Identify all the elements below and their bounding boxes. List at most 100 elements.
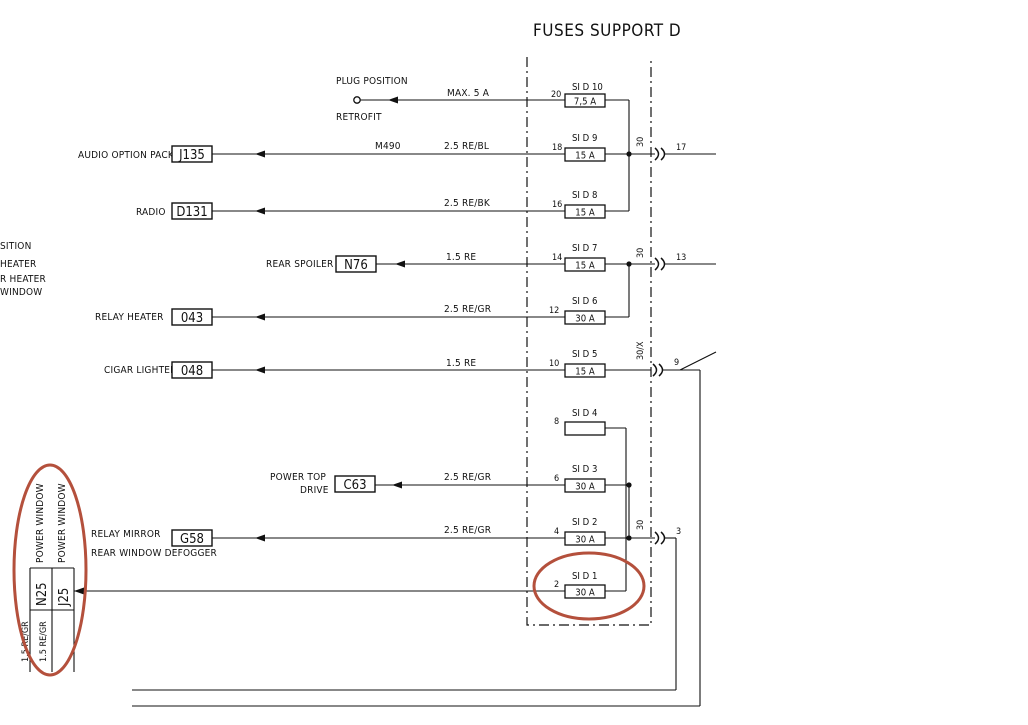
pin-number: 10 bbox=[549, 359, 559, 369]
wire-spec: 2.5 RE/GR bbox=[444, 472, 491, 483]
circuit-label-line2: REAR WINDOW DEFOGGER bbox=[91, 548, 217, 559]
fuse-name: SI D 2 bbox=[572, 517, 597, 528]
wire-spec: 2.5 RE/GR bbox=[444, 525, 491, 536]
connector-icon bbox=[654, 257, 660, 271]
component-box bbox=[334, 475, 376, 493]
wire-spec: 2.5 RE/GR bbox=[444, 304, 491, 315]
fuse-row-d6: RELAY HEATER 043 2.5 RE/GR 12 SI D 6 30 … bbox=[95, 296, 629, 326]
plug-sub-label: RETROFIT bbox=[336, 112, 382, 123]
component-label: POWER WINDOW bbox=[57, 483, 68, 563]
fuse-name: SI D 6 bbox=[572, 296, 597, 307]
fuse-rating: 30 A bbox=[575, 482, 595, 493]
fuse-box bbox=[564, 421, 606, 436]
wire-spec: MAX. 5 A bbox=[447, 88, 490, 99]
fragment-text: R HEATER bbox=[0, 274, 46, 285]
fuse-rating: 30 A bbox=[575, 314, 595, 325]
component-code: N76 bbox=[344, 258, 368, 273]
connector-icon bbox=[654, 147, 660, 161]
component-code: N25 bbox=[35, 582, 50, 606]
arrow-left-icon bbox=[255, 207, 265, 215]
pin-number: 6 bbox=[554, 474, 559, 484]
pin-number: 18 bbox=[552, 143, 562, 153]
fuse-name: SI D 5 bbox=[572, 349, 597, 360]
highlight-ellipse-fuse-d1 bbox=[532, 551, 646, 621]
circuit-label: RELAY MIRROR bbox=[91, 529, 161, 540]
pin-number: 8 bbox=[554, 417, 559, 427]
fuse-support-outline bbox=[526, 57, 652, 626]
fuse-row-d1: 2 SI D 1 30 A bbox=[74, 571, 626, 599]
pin-number: 4 bbox=[554, 527, 559, 537]
fuse-name: SI D 1 bbox=[572, 571, 597, 582]
connector-icon bbox=[654, 531, 660, 545]
highlight-ellipse-power-window bbox=[12, 463, 88, 677]
circuit-label: REAR SPOILER bbox=[266, 259, 333, 270]
fuse-row-d3: POWER TOP DRIVE C63 2.5 RE/GR 6 SI D 3 3… bbox=[270, 464, 629, 496]
wire-spec: 1.5 RE/GR bbox=[39, 621, 49, 662]
component-code: D131 bbox=[176, 205, 207, 220]
bus-label: 30 bbox=[636, 137, 646, 147]
connector-icon bbox=[660, 257, 666, 271]
circuit-label: POWER TOP bbox=[270, 472, 326, 483]
arrow-left-icon bbox=[74, 587, 84, 595]
component-label: POWER WINDOW bbox=[35, 483, 46, 563]
diagram-title: FUSES SUPPORT D bbox=[533, 21, 681, 41]
wire bbox=[679, 351, 717, 371]
fuse-rating: 15 A bbox=[575, 208, 595, 219]
fuse-row-d8: RADIO D131 2.5 RE/BK 16 SI D 8 15 A bbox=[136, 190, 629, 220]
component-code: C63 bbox=[343, 478, 366, 493]
connector-icon bbox=[660, 147, 666, 161]
wire-note: M490 bbox=[375, 141, 401, 152]
component-code: 048 bbox=[181, 364, 203, 379]
arrow-left-icon bbox=[388, 96, 398, 104]
bus-label: 30 bbox=[636, 248, 646, 258]
fuse-name: SI D 10 bbox=[572, 82, 603, 93]
power-window-block: POWER WINDOW POWER WINDOW N25 J25 1.5 RE… bbox=[21, 483, 75, 672]
fragment-text: WINDOW bbox=[0, 287, 42, 298]
connector-number: 17 bbox=[676, 143, 686, 153]
fuse-rating: 15 A bbox=[575, 261, 595, 272]
bus-bars: 30 30 30/X 30 bbox=[625, 100, 655, 591]
component-code: 043 bbox=[181, 311, 203, 326]
wire-spec: 1.5 RE bbox=[446, 252, 476, 263]
circuit-label: CIGAR LIGHTER bbox=[104, 365, 177, 376]
fuse-name: SI D 9 bbox=[572, 133, 597, 144]
circuit-label: AUDIO OPTION PACK bbox=[78, 150, 175, 161]
component-code: J25 bbox=[57, 588, 72, 607]
component-code: G58 bbox=[180, 532, 204, 547]
arrow-left-icon bbox=[255, 534, 265, 542]
connector-icon bbox=[660, 531, 666, 545]
circuit-label: RELAY HEATER bbox=[95, 312, 164, 323]
arrow-left-icon bbox=[255, 313, 265, 321]
pin-number: 2 bbox=[554, 580, 559, 590]
pin-number: 14 bbox=[552, 253, 562, 263]
pin-number: 20 bbox=[551, 90, 561, 100]
fuse-rating: 15 A bbox=[575, 367, 595, 378]
junction-dot bbox=[626, 482, 632, 488]
fuse-name: SI D 7 bbox=[572, 243, 597, 254]
bus-label: 30/X bbox=[636, 341, 646, 360]
connector-number: 3 bbox=[676, 527, 681, 537]
fuse-row-d7: REAR SPOILER N76 1.5 RE 14 SI D 7 15 A bbox=[266, 243, 629, 273]
wire-spec: 1.5 RE/GR bbox=[21, 621, 31, 662]
pin-number: 16 bbox=[552, 200, 562, 210]
bus-label: 30 bbox=[636, 520, 646, 530]
wire-spec: 2.5 RE/BK bbox=[444, 198, 491, 209]
fuse-row-d4: 8 SI D 4 bbox=[554, 408, 626, 436]
arrow-left-icon bbox=[395, 260, 405, 268]
fuse-name: SI D 8 bbox=[572, 190, 597, 201]
fuse-row-d2: RELAY MIRROR REAR WINDOW DEFOGGER G58 2.… bbox=[91, 517, 629, 559]
component-code: J135 bbox=[178, 148, 205, 163]
fuse-rating: 15 A bbox=[575, 151, 595, 162]
connector-icon bbox=[658, 363, 664, 377]
fuse-rating: 30 A bbox=[575, 535, 595, 546]
plug-position-circuit: PLUG POSITION RETROFIT MAX. 5 A 20 SI D … bbox=[336, 76, 629, 123]
fuse-rows: AUDIO OPTION PACK J135 M490 2.5 RE/BL 18… bbox=[74, 133, 651, 599]
connector-icon bbox=[652, 363, 658, 377]
connector-number: 13 bbox=[676, 253, 686, 263]
arrow-left-icon bbox=[392, 481, 402, 489]
fragment-text: SITION bbox=[0, 241, 32, 252]
connector-number: 9 bbox=[674, 358, 679, 368]
plug-label: PLUG POSITION bbox=[336, 76, 408, 87]
fuse-name: SI D 4 bbox=[572, 408, 597, 419]
